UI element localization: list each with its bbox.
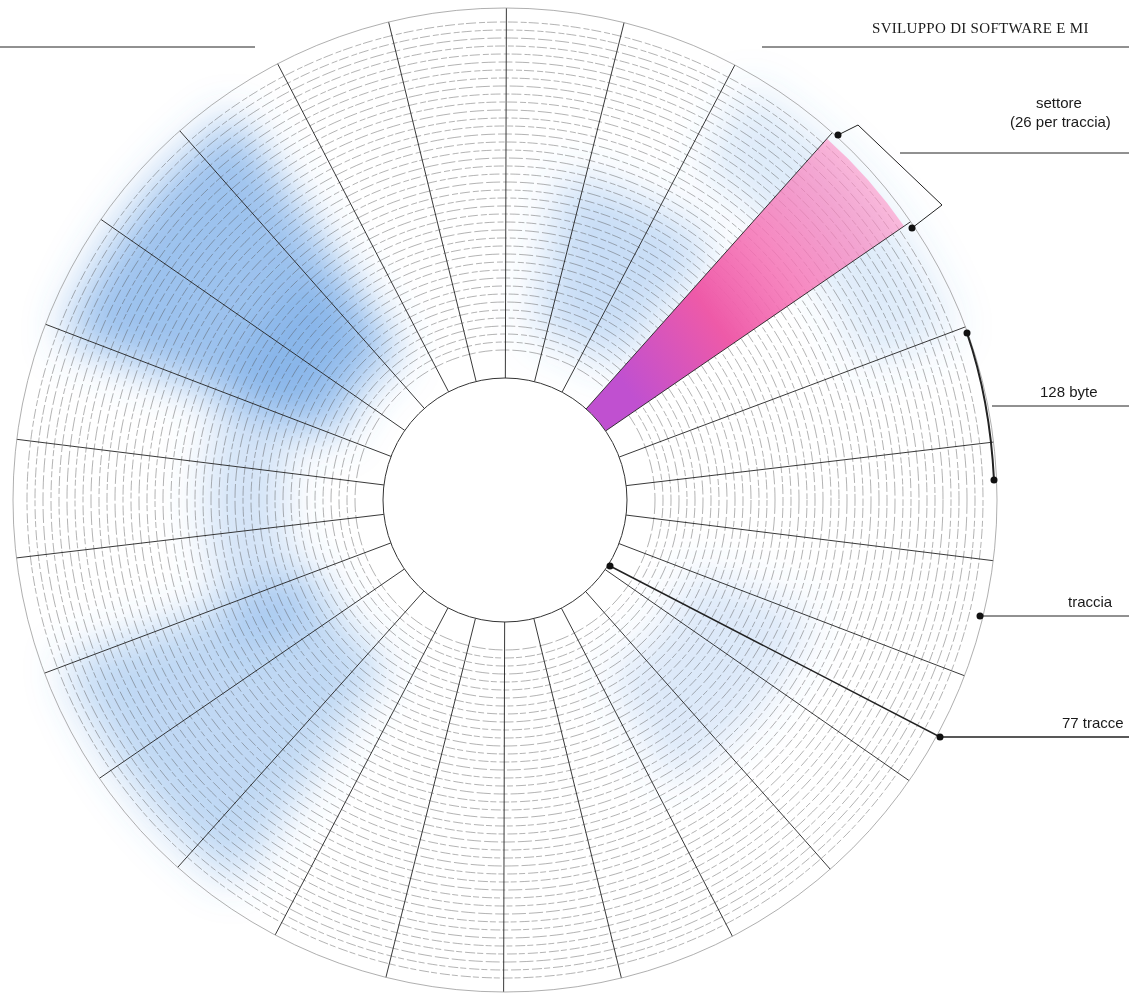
track-ring bbox=[83, 78, 927, 922]
sector-line bbox=[586, 592, 831, 870]
sector-line bbox=[275, 608, 448, 935]
sector-line bbox=[389, 22, 477, 381]
sector-label: settore bbox=[1036, 94, 1082, 111]
track-ring bbox=[35, 30, 975, 970]
sector-highlight bbox=[586, 139, 904, 431]
sector-line bbox=[44, 543, 390, 673]
track-ring bbox=[51, 46, 959, 954]
leader-dots bbox=[607, 132, 998, 741]
track-count-label: 77 tracce bbox=[1062, 714, 1124, 731]
sector-line bbox=[101, 219, 405, 430]
header-rule bbox=[0, 47, 255, 48]
leader-line bbox=[900, 153, 1129, 154]
sector-line bbox=[626, 515, 993, 561]
sector-line bbox=[619, 327, 965, 457]
track-ring bbox=[43, 38, 967, 962]
sector-line bbox=[180, 131, 425, 409]
byte-label: 128 byte bbox=[1040, 383, 1098, 400]
leader-line bbox=[992, 406, 1129, 407]
sector-line bbox=[561, 608, 732, 936]
sector-line bbox=[619, 544, 965, 676]
sector-line bbox=[535, 23, 625, 382]
leader-line bbox=[980, 616, 1129, 617]
disk-edge bbox=[13, 8, 997, 992]
sector-line bbox=[606, 222, 911, 431]
sector-note: (26 per traccia) bbox=[1010, 113, 1111, 130]
disk-hole bbox=[383, 378, 627, 622]
sector-line bbox=[17, 439, 384, 485]
track-ring bbox=[27, 22, 983, 978]
leader-lines bbox=[0, 47, 1129, 737]
sector-line bbox=[586, 133, 832, 409]
sector-line bbox=[504, 622, 505, 992]
sector-line bbox=[626, 442, 993, 486]
running-header: SVILUPPO DI SOFTWARE E MI bbox=[872, 20, 1089, 37]
track-ring bbox=[59, 54, 951, 946]
sector-line bbox=[562, 65, 735, 392]
header-rule bbox=[762, 47, 1129, 48]
sector-line bbox=[505, 8, 506, 378]
sector-line bbox=[178, 591, 424, 867]
track-ring bbox=[75, 70, 935, 930]
leader-line bbox=[610, 566, 1129, 737]
blue-shading bbox=[63, 568, 390, 885]
sector-bracket bbox=[838, 125, 942, 228]
sector-line bbox=[386, 618, 476, 977]
sector-line bbox=[16, 514, 383, 558]
byte-bracket bbox=[967, 333, 994, 480]
sector-line bbox=[99, 569, 404, 778]
track-ring bbox=[91, 86, 919, 914]
track-label: traccia bbox=[1068, 593, 1112, 610]
sector-line bbox=[278, 64, 449, 392]
sector-line bbox=[534, 619, 622, 978]
sector-line bbox=[45, 324, 391, 456]
track-ring bbox=[67, 62, 943, 938]
sector-line bbox=[605, 570, 909, 781]
track-ring bbox=[99, 94, 911, 906]
